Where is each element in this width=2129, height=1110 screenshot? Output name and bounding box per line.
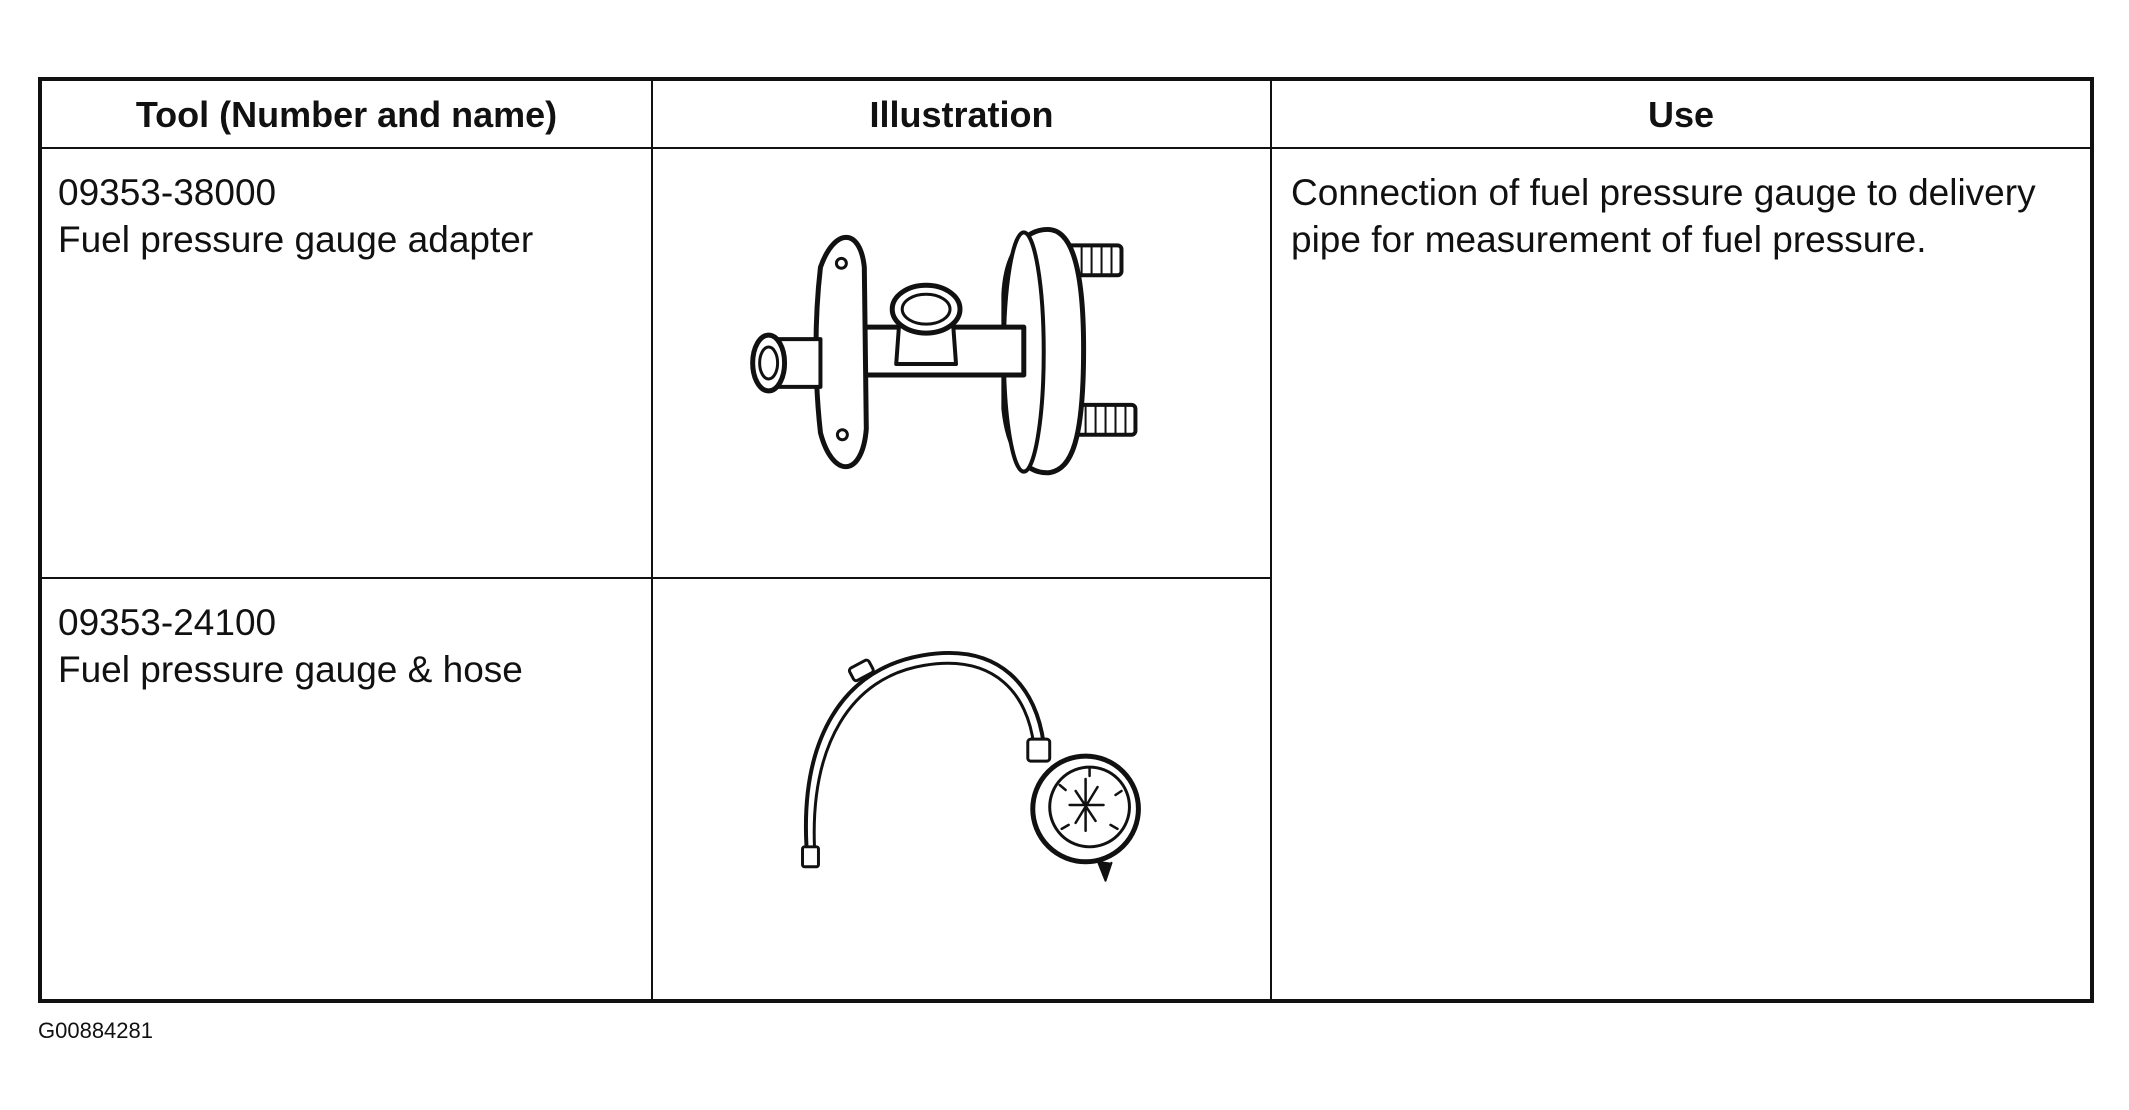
- use-description-line-2: pipe for measurement of fuel pressure.: [1291, 219, 1927, 260]
- fuel-pressure-gauge-hose-icon: [801, 651, 1141, 882]
- header-illustration: Illustration: [651, 78, 1272, 149]
- figure-id: G00884281: [38, 1018, 153, 1043]
- use-cell: Connection of fuel pressure gauge to del…: [1270, 147, 2093, 1002]
- illustration-cell: [651, 577, 1272, 1002]
- tool-name: Fuel pressure gauge adapter: [58, 219, 534, 260]
- tool-cell: 09353-24100 Fuel pressure gauge & hose: [39, 577, 653, 1002]
- table-row: 09353-24100 Fuel pressure gauge & hose: [39, 577, 2092, 1002]
- table-header-row: Tool (Number and name) Illustration Use: [39, 78, 2093, 149]
- tool-number: 09353-38000: [58, 172, 277, 213]
- header-tool: Tool (Number and name): [39, 78, 653, 149]
- table-row: 09353-38000 Fuel pressure gauge adapter: [39, 147, 2093, 1002]
- tool-number: 09353-24100: [58, 602, 277, 643]
- illustration-cell: [651, 147, 1272, 579]
- tool-cell: 09353-38000 Fuel pressure gauge adapter: [39, 147, 653, 579]
- special-tools-table: Tool (Number and name) Illustration Use …: [38, 77, 2094, 1003]
- tool-name: Fuel pressure gauge & hose: [58, 649, 523, 690]
- use-description-line-1: Connection of fuel pressure gauge to del…: [1291, 172, 2036, 213]
- fuel-pressure-gauge-adapter-icon: [750, 226, 1138, 476]
- header-use: Use: [1270, 78, 2093, 149]
